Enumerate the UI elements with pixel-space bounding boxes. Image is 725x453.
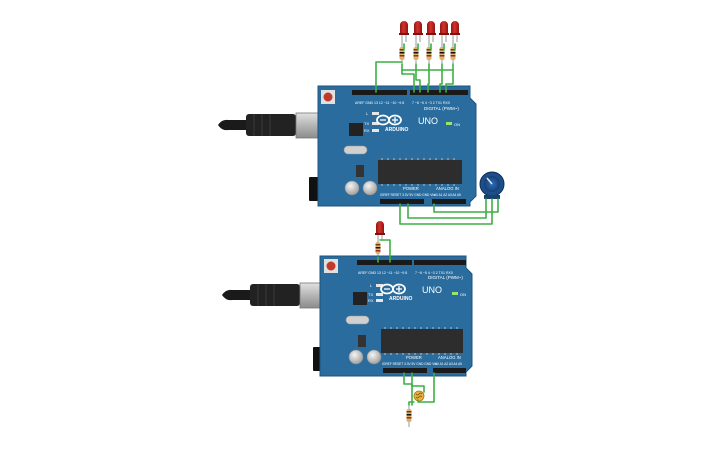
- led-3[interactable]: [426, 21, 436, 44]
- reset-button-icon[interactable]: [321, 90, 335, 104]
- arduino-infinity-logo: [376, 114, 402, 126]
- arduino-board-bottom[interactable]: AREF GND 13 12 ~11 ~10 ~9 8 7 ~6 ~5 4 ~3…: [222, 255, 473, 377]
- svg-text:7 ~6 ~5 4 ~3 2 TX1 RX0: 7 ~6 ~5 4 ~3 2 TX1 RX0: [415, 271, 453, 275]
- resistor-array-top[interactable]: [399, 44, 456, 64]
- svg-text:IOREF RESET 3.3V 5V GND GND Vi: IOREF RESET 3.3V 5V GND GND Vin: [382, 362, 437, 366]
- svg-text:TX: TX: [368, 292, 373, 297]
- header-power-top[interactable]: [380, 199, 424, 204]
- led-bottom[interactable]: [375, 221, 385, 240]
- svg-text:AREF GND 13 12 ~11 ~10 ~9 8: AREF GND 13 12 ~11 ~10 ~9 8: [355, 101, 404, 105]
- header-digital-bottom[interactable]: [414, 260, 466, 265]
- logo-text-bottom: ARDUINO: [389, 296, 412, 302]
- model-text-top: UNO: [418, 116, 438, 126]
- header-analog-bottom[interactable]: [433, 368, 466, 373]
- led-1[interactable]: [399, 21, 409, 44]
- header-left-top[interactable]: [352, 90, 407, 95]
- svg-text:A0 A1 A2 A3 A4 A5: A0 A1 A2 A3 A4 A5: [434, 193, 461, 197]
- led-2[interactable]: [413, 21, 423, 44]
- digital-label-top: DIGITAL (PWM~): [424, 106, 459, 111]
- led-5[interactable]: [450, 21, 460, 44]
- header-analog-top[interactable]: [432, 199, 466, 204]
- svg-text:AREF GND 13 12 ~11 ~10 ~9 8: AREF GND 13 12 ~11 ~10 ~9 8: [358, 271, 407, 275]
- svg-text:L: L: [370, 283, 373, 288]
- logo-text-top: ARDUINO: [385, 127, 408, 133]
- led-4[interactable]: [439, 21, 449, 44]
- potentiometer[interactable]: [479, 171, 505, 199]
- power-label-top: POWER: [403, 186, 419, 191]
- atmega-chip-top: [378, 160, 462, 184]
- led-array-top[interactable]: [399, 21, 460, 44]
- svg-text:IOREF RESET 3.3V 5V GND GND Vi: IOREF RESET 3.3V 5V GND GND Vin: [380, 193, 435, 197]
- analog-label-top: ANALOG IN: [436, 186, 459, 191]
- svg-text:7 ~6 ~5 4 ~3 2 TX1 RX0: 7 ~6 ~5 4 ~3 2 TX1 RX0: [412, 101, 450, 105]
- svg-text:A0 A1 A2 A3 A4 A5: A0 A1 A2 A3 A4 A5: [435, 362, 462, 366]
- header-power-bottom[interactable]: [383, 368, 427, 373]
- svg-text:RX: RX: [368, 298, 374, 303]
- svg-text:ON: ON: [454, 122, 460, 127]
- arduino-infinity-logo: [380, 283, 406, 295]
- header-left-bottom[interactable]: [357, 260, 412, 265]
- power-label-bottom: POWER: [406, 355, 422, 360]
- analog-label-bottom: ANALOG IN: [438, 355, 461, 360]
- resistor-bottom-ldr[interactable]: [406, 405, 412, 427]
- svg-text:ON: ON: [460, 292, 466, 297]
- wires-top: [375, 43, 499, 225]
- reset-button-icon[interactable]: [324, 259, 338, 273]
- svg-text:L: L: [366, 111, 369, 116]
- wires-bottom: [377, 239, 435, 406]
- usb-plug-icon[interactable]: [218, 112, 337, 139]
- svg-text:RX: RX: [364, 128, 370, 133]
- digital-label-bottom: DIGITAL (PWM~): [428, 275, 463, 280]
- header-digital-top[interactable]: [410, 90, 468, 95]
- svg-text:TX: TX: [364, 121, 369, 126]
- atmega-chip-bottom: [381, 329, 463, 353]
- arduino-board-top[interactable]: AREF GND 13 12 ~11 ~10 ~9 8 7 ~6 ~5 4 ~3…: [218, 85, 477, 207]
- photoresistor[interactable]: [413, 390, 425, 402]
- resistor-bottom-led[interactable]: [375, 239, 381, 257]
- model-text-bottom: UNO: [422, 285, 442, 295]
